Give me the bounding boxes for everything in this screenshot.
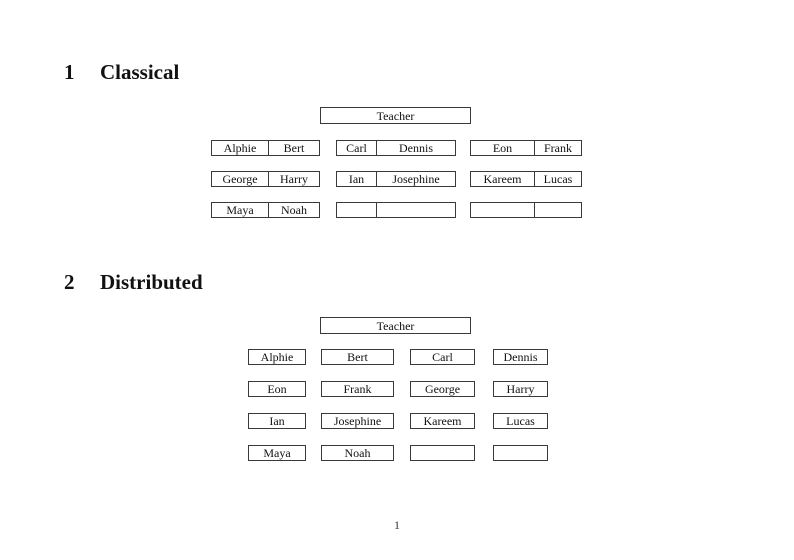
desk-r1c2: Kareem Lucas — [470, 171, 582, 187]
seat-right: Dennis — [399, 140, 433, 155]
student-box-r2c0: Ian — [248, 413, 306, 429]
student-box-r1c0: Eon — [248, 381, 306, 397]
section-number: 1 — [64, 60, 75, 84]
desk-r0c1: Carl Dennis — [336, 140, 456, 156]
section-heading-classical: 1 Classical — [64, 60, 179, 84]
seat-left: Kareem — [471, 172, 535, 186]
student-box-r0c1: Bert — [321, 349, 394, 365]
student-box-r0c0: Alphie — [248, 349, 306, 365]
teacher-label: Teacher — [376, 108, 415, 123]
seat-left: Maya — [212, 203, 269, 217]
student-box-r1c2: George — [410, 381, 475, 397]
seat-right: Noah — [281, 202, 307, 217]
student-box-r0c2: Carl — [410, 349, 475, 365]
section-number: 2 — [64, 270, 75, 294]
seat-right: Bert — [283, 140, 305, 155]
seat-left: Alphie — [212, 141, 269, 155]
section-title: Distributed — [100, 270, 203, 294]
seat-right — [377, 203, 455, 217]
seat-left — [471, 203, 535, 217]
seat-left: Ian — [337, 172, 377, 186]
student-box-r2c3: Lucas — [493, 413, 548, 429]
desk-r1c0: George Harry — [211, 171, 320, 187]
student-box-r3c1: Noah — [321, 445, 394, 461]
student-box-r1c1: Frank — [321, 381, 394, 397]
seat-right: Frank — [544, 140, 572, 155]
seat-right — [535, 203, 581, 217]
student-box-r2c1: Josephine — [321, 413, 394, 429]
student-box-r0c3: Dennis — [493, 349, 548, 365]
seat-right: Harry — [280, 171, 308, 186]
student-box-r3c0: Maya — [248, 445, 306, 461]
student-box-r2c2: Kareem — [410, 413, 475, 429]
seat-left: Eon — [471, 141, 535, 155]
teacher-box: Teacher — [320, 107, 471, 124]
section-heading-distributed: 2 Distributed — [64, 270, 203, 294]
seat-left: Carl — [337, 141, 377, 155]
section-title: Classical — [100, 60, 180, 84]
page-number: 1 — [394, 518, 400, 532]
desk-r0c2: Eon Frank — [470, 140, 582, 156]
seat-left — [337, 203, 377, 217]
teacher-label: Teacher — [376, 318, 415, 333]
desk-r2c0: Maya Noah — [211, 202, 320, 218]
seat-left: George — [212, 172, 269, 186]
seat-right: Josephine — [392, 171, 440, 186]
desk-r2c2 — [470, 202, 582, 218]
desk-r0c0: Alphie Bert — [211, 140, 320, 156]
student-box-r3c3 — [493, 445, 548, 461]
student-box-r1c3: Harry — [493, 381, 548, 397]
desk-r1c1: Ian Josephine — [336, 171, 456, 187]
desk-r2c1 — [336, 202, 456, 218]
seat-right: Lucas — [543, 171, 573, 186]
teacher-box: Teacher — [320, 317, 471, 334]
student-box-r3c2 — [410, 445, 475, 461]
